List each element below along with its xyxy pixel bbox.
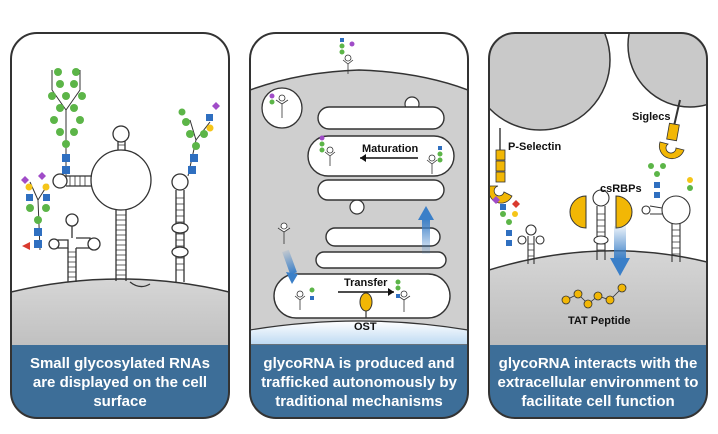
siglecs-label: Siglecs bbox=[632, 111, 671, 123]
neighbour-cell bbox=[489, 33, 611, 131]
ost-label: OST bbox=[354, 321, 377, 333]
rna-structure bbox=[52, 125, 152, 288]
panel-3-caption: glycoRNA interacts with the extracellula… bbox=[497, 354, 699, 410]
rna-structure bbox=[48, 213, 101, 282]
panel-1-caption: Small glycosylated RNAs are displayed on… bbox=[29, 354, 211, 410]
caption-bg-3 bbox=[489, 345, 707, 418]
csrbp-protein bbox=[569, 189, 633, 260]
panel-3: P-Selectin Siglecs csRBPs bbox=[488, 32, 708, 419]
caption-bg-1 bbox=[11, 345, 229, 418]
glycan-chain bbox=[48, 68, 86, 178]
glycan-chain bbox=[21, 172, 50, 251]
p-selectin-label: P-Selectin bbox=[508, 141, 561, 153]
tat-peptide-label: TAT Peptide bbox=[568, 315, 631, 327]
siglec-protein bbox=[659, 99, 685, 159]
trafficking-arrow-up bbox=[418, 206, 434, 254]
neighbour-cell bbox=[627, 33, 707, 108]
uptake-arrow bbox=[610, 226, 630, 276]
panel-2-caption: glycoRNA is produced and trafficked auto… bbox=[261, 354, 457, 410]
panel-2: Maturation Transfer OST bbox=[249, 32, 469, 419]
glycan-chain bbox=[492, 196, 520, 246]
csrbps-label: csRBPs bbox=[600, 183, 642, 195]
glycan-chain bbox=[269, 38, 443, 300]
glycan-chain bbox=[648, 163, 693, 198]
rna-structure bbox=[517, 224, 545, 264]
maturation-label: Maturation bbox=[362, 143, 419, 155]
rna-structure bbox=[641, 195, 691, 262]
caption-bg-2 bbox=[250, 345, 468, 418]
glycan-chain bbox=[178, 102, 220, 177]
rna-structure bbox=[171, 173, 189, 282]
tat-peptide bbox=[561, 283, 627, 309]
ost-enzyme bbox=[359, 292, 373, 312]
trafficking-arrow-down bbox=[282, 249, 298, 284]
transfer-label: Transfer bbox=[344, 277, 388, 289]
panel-1 bbox=[10, 32, 230, 419]
